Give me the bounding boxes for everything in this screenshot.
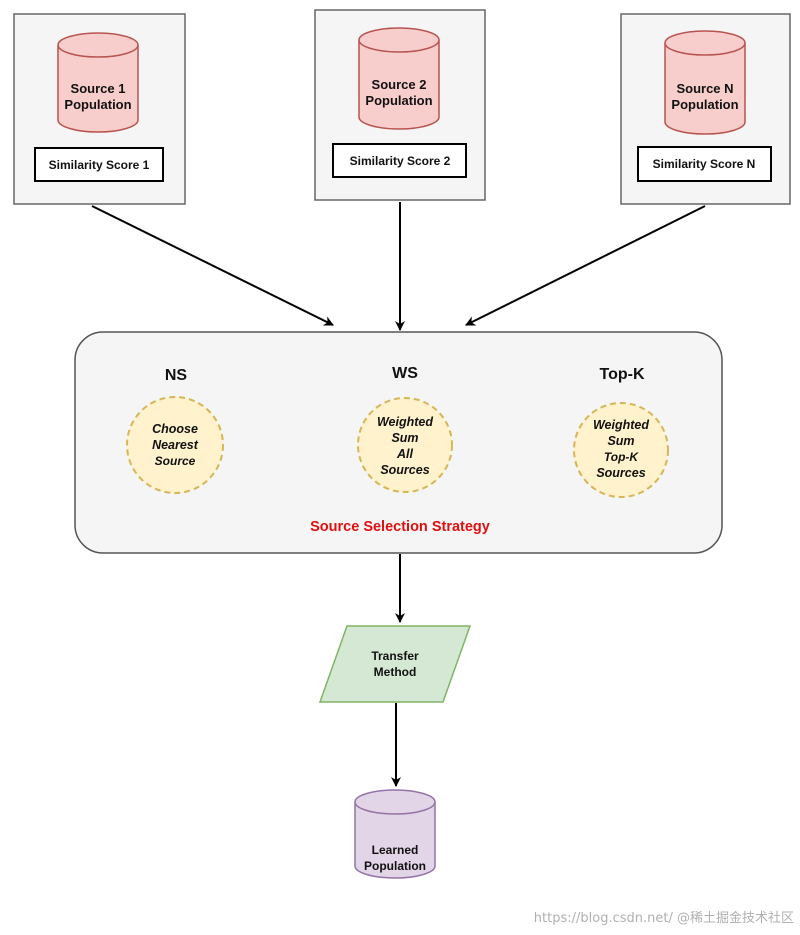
strategy-ns-label: NS	[165, 367, 188, 384]
strategy-topk-line2: Sum	[607, 434, 634, 448]
source-2-cylinder: Source 2 Population	[358, 27, 440, 130]
source-1-line1: Source 1	[71, 81, 126, 96]
strategy-ns-line3: Source	[155, 454, 196, 468]
transfer-line2: Method	[374, 665, 417, 679]
strategy-title: Source Selection Strategy	[310, 519, 490, 535]
strategy-ws-circle: Weighted Sum All Sources	[357, 397, 453, 493]
source-n-line1: Source N	[676, 81, 733, 96]
source-1-cylinder: Source 1 Population	[57, 32, 139, 133]
strategy-topk-line4: Sources	[596, 466, 645, 480]
source-n-line2: Population	[671, 97, 738, 112]
strategy-topk-circle: Weighted Sum Top-K Sources	[573, 402, 669, 498]
strategy-ws-line2: Sum	[391, 431, 418, 445]
source-1-line2: Population	[64, 97, 131, 112]
strategy-ws-line3: All	[396, 447, 414, 461]
transfer-line1: Transfer	[371, 649, 419, 663]
strategy-ns-circle: Choose Nearest Source	[126, 396, 224, 494]
similarity-score-1-box	[34, 147, 164, 182]
similarity-score-n-box	[637, 146, 772, 182]
watermark: https://blog.csdn.net/ @稀土掘金技术社区	[534, 910, 794, 926]
strategy-ws-line1: Weighted	[377, 415, 433, 429]
source-selection-strategy-box: NS Choose Nearest Source WS Weighted Sum…	[74, 331, 723, 554]
arrow-source-n-to-strategy	[465, 205, 706, 326]
similarity-score-2-box	[332, 143, 467, 178]
learned-line1: Learned	[372, 843, 419, 857]
similarity-score-n: Similarity Score N	[653, 157, 756, 171]
strategy-ns-line1: Choose	[152, 422, 198, 436]
strategy-topk-line1: Weighted	[593, 418, 649, 432]
strategy-ns-line2: Nearest	[152, 438, 199, 452]
strategy-topk-label: Top-K	[599, 366, 644, 383]
transfer-method-shape: Transfer Method	[318, 625, 472, 703]
source-box-n: Source N Population Similarity Score N	[620, 13, 791, 205]
learned-population-cylinder: Learned Population	[354, 789, 436, 879]
learned-line2: Population	[364, 859, 426, 873]
source-n-cylinder: Source N Population	[664, 30, 746, 135]
source-2-line1: Source 2	[372, 77, 427, 92]
source-2-line2: Population	[365, 93, 432, 108]
strategy-ws-label: WS	[392, 365, 418, 382]
strategy-ws-line4: Sources	[380, 463, 429, 477]
arrow-source-1-to-strategy	[91, 205, 334, 326]
source-box-1: Source 1 Population Similarity Score 1	[13, 13, 186, 205]
similarity-score-2: Similarity Score 2	[350, 154, 451, 168]
strategy-topk-line3: Top-K	[604, 450, 640, 464]
similarity-score-1: Similarity Score 1	[49, 158, 150, 172]
source-box-2: Source 2 Population Similarity Score 2	[314, 9, 486, 201]
